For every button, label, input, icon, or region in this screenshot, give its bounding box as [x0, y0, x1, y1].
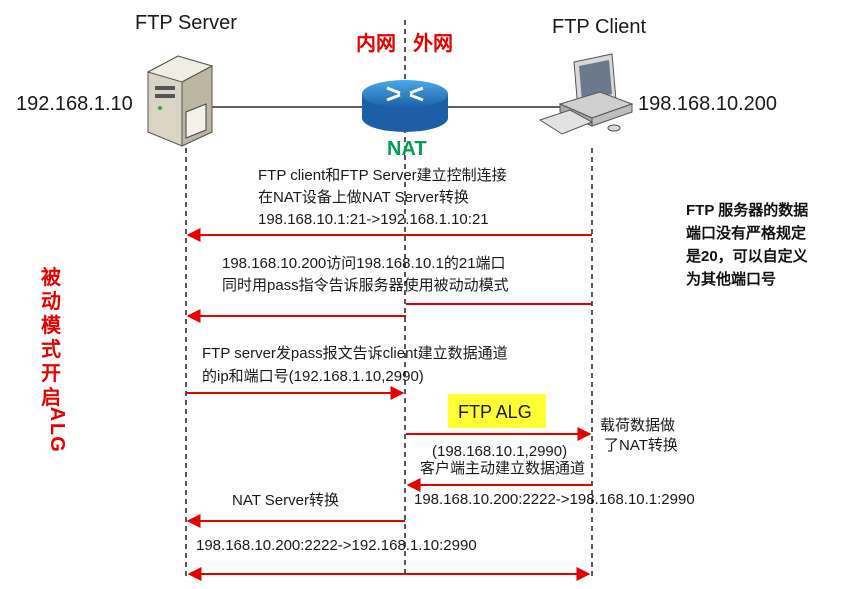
note-line-2: 端口没有严格规定: [686, 224, 806, 242]
side-label-char: 启: [41, 385, 61, 409]
ftp-alg-label: FTP ALG: [458, 402, 532, 422]
message-2-line-1: 198.168.10.200访问198.168.10.1的21端口: [222, 255, 506, 272]
side-label-char: L: [46, 423, 68, 435]
payload-note-line-2: 了NAT转换: [604, 437, 678, 454]
message-5-line-2: 198.168.10.200:2222->198.168.10.1:2990: [414, 491, 695, 508]
zone-inside-label: 内网: [356, 31, 396, 55]
message-3-line-2: 的ip和端口号(192.168.1.10,2990): [202, 368, 424, 385]
side-label-char: 开: [41, 363, 61, 385]
side-label-char: 被: [41, 265, 62, 289]
side-label-char: 动: [41, 290, 61, 313]
side-label-char: G: [46, 436, 68, 452]
server-ip: 192.168.1.10: [16, 93, 133, 115]
message-2-line-2: 同时用pass指令告诉服务器使用被动动模式: [222, 277, 509, 294]
zone-outside-label: 外网: [413, 31, 453, 55]
note-line-3: 是20，可以自定义: [685, 247, 808, 265]
side-label-char: 式: [41, 338, 61, 361]
message-1-line-2: 在NAT设备上做NAT Server转换: [258, 189, 469, 206]
desktop-computer-icon: [538, 53, 634, 135]
message-5-line-1: 客户端主动建立数据通道: [420, 460, 585, 477]
note-line-4: 为其他端口号: [686, 270, 776, 288]
message-1-line-3: 198.168.10.1:21->192.168.1.10:21: [258, 211, 489, 228]
client-title: FTP Client: [552, 16, 647, 38]
ftp-alg-box: [448, 394, 546, 428]
message-3-line-1: FTP server发pass报文告诉client建立数据通道: [202, 345, 508, 362]
server-title: FTP Server: [135, 12, 237, 34]
server-tower-icon: [146, 55, 214, 147]
side-label-char: A: [46, 407, 68, 421]
note-line-1: FTP 服务器的数据: [686, 201, 808, 219]
router-icon: [362, 80, 448, 132]
payload-note-line-1: 载荷数据做: [600, 417, 675, 434]
message-1-line-1: FTP client和FTP Server建立控制连接: [258, 167, 507, 184]
message-6-line-1: NAT Server转换: [232, 492, 339, 509]
message-4-line-1: (198.168.10.1,2990): [432, 443, 567, 460]
nat-label: NAT: [387, 138, 427, 160]
client-ip: 198.168.10.200: [638, 93, 777, 115]
message-6-line-2: 198.168.10.200:2222->192.168.1.10:2990: [196, 537, 477, 554]
side-label-char: 模: [41, 313, 62, 337]
